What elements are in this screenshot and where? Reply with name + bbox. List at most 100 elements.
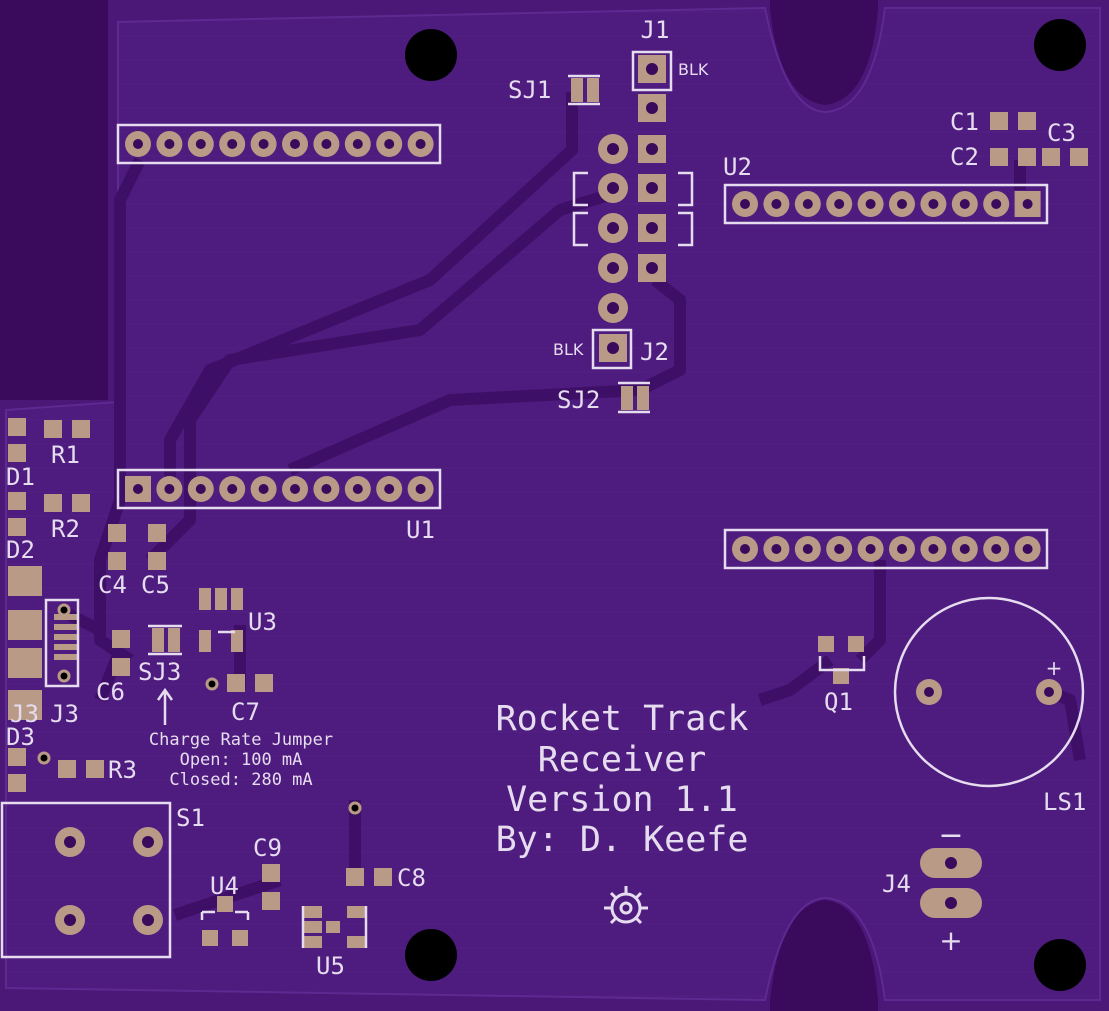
j3-tab-pad (8, 566, 42, 596)
j3-pin-pad (54, 614, 78, 620)
j3-tab-pad (8, 610, 42, 640)
refdes-u5: U5 (316, 952, 345, 980)
u-strip-top-left-drill (258, 139, 269, 149)
j2-drill (607, 222, 619, 234)
u-strip-top-left-drill (384, 139, 395, 149)
j4-plus-label: + (939, 924, 962, 957)
refdes-j3: J3 (10, 700, 39, 728)
u3-pad (199, 588, 211, 610)
refdes-sj1: SJ1 (508, 76, 551, 104)
u2-strip-drill (740, 199, 750, 209)
refdes-sj3: SJ3 (138, 658, 181, 686)
pin-labels: BLK BLK − + + (553, 60, 1062, 957)
c2-pad (1018, 148, 1036, 166)
sj2-pad (621, 386, 633, 410)
refdes-c1: C1 (950, 108, 979, 136)
r3-pad (58, 760, 76, 778)
u-strip-top-left-drill (352, 139, 363, 149)
refdes-u2: U2 (723, 153, 752, 181)
refdes-c4: C4 (98, 571, 127, 599)
d3-pad (8, 748, 26, 766)
u1-strip-drill (290, 484, 300, 494)
title-block: Rocket Track Receiver Version 1.1 By: D.… (496, 699, 749, 860)
title-line-1: Rocket Track (496, 699, 749, 739)
mounting-holes (405, 19, 1086, 991)
u2-strip-drill (865, 199, 876, 209)
u5-pad (326, 921, 340, 933)
r1-pad (72, 420, 90, 438)
u2-strip-drill (1022, 199, 1033, 209)
u1-strip-drill (321, 484, 332, 494)
u1-strip-drill (258, 484, 269, 494)
r3-pad (86, 760, 104, 778)
c4-pad (108, 524, 126, 542)
refdes-sj2: SJ2 (557, 386, 600, 414)
j3-tab-pad (8, 690, 42, 720)
smd-pads (8, 78, 1088, 948)
c5-pad (148, 524, 166, 542)
u2-strip-drill (928, 199, 939, 209)
open-hardware-logo-icon (604, 886, 648, 925)
reference-designators: J1 J2 J3 J3 J4 SJ1 SJ2 SJ3 U1 U2 U3 U4 U… (6, 16, 1086, 980)
c8-pad (346, 868, 364, 886)
u4-pad (232, 930, 248, 946)
refdes-r3: R3 (108, 756, 137, 784)
refdes-r2: R2 (51, 515, 80, 543)
sj1-pad (571, 78, 583, 102)
j2-drill (607, 182, 619, 194)
title-line-2: Receiver (538, 740, 707, 780)
u2-strip-drill (771, 199, 782, 209)
refdes-ls1: LS1 (1043, 788, 1086, 816)
c7-pad (227, 674, 245, 692)
u2-strip-drill (897, 199, 907, 209)
s1-switch-pads (55, 827, 163, 935)
ls1-buzzer-pads (916, 679, 1062, 705)
u2-strip-drill (959, 199, 970, 209)
u5-pad (347, 936, 365, 948)
c4-pad (108, 552, 126, 570)
j4-connector (920, 848, 982, 918)
q1-pad (848, 636, 864, 652)
u1-strip-drill (195, 484, 206, 494)
u-strip-bottom-right-drill (991, 544, 1002, 554)
c2-pad (990, 148, 1008, 166)
u-strip-top-left-drill (195, 139, 206, 149)
refdes-r1: R1 (51, 441, 80, 469)
undefined-drill (646, 143, 658, 155)
d1-pad (8, 418, 26, 436)
u3-pad (215, 588, 227, 610)
jumper-note: Charge Rate Jumper Open: 100 mA Closed: … (149, 730, 333, 790)
copper-hatch (6, 8, 1100, 1000)
d2-pad (8, 518, 26, 536)
refdes-j1: J1 (641, 16, 670, 44)
r2-pad (44, 494, 62, 512)
j2-drill (607, 143, 619, 155)
refdes-s1: S1 (176, 804, 205, 832)
c8-pad (374, 868, 392, 886)
refdes-c6: C6 (96, 678, 125, 706)
d3-pad (8, 774, 26, 792)
refdes-d1: D1 (6, 463, 35, 491)
refdes-q1: Q1 (824, 688, 853, 716)
u3-pad (199, 630, 211, 652)
refdes-u1: U1 (406, 516, 435, 544)
title-line-4: By: D. Keefe (496, 820, 749, 860)
d1-pad (8, 444, 26, 462)
u-strip-bottom-right-drill (865, 544, 876, 554)
refdes-u3: U3 (248, 608, 277, 636)
u-strip-top-left-drill (227, 139, 238, 149)
u5-pad (304, 936, 322, 948)
u5-pad (304, 921, 322, 933)
u-strip-bottom-right-drill (928, 544, 939, 554)
vias (37, 603, 362, 815)
refdes-j4: J4 (882, 870, 911, 898)
u5-pad (347, 906, 365, 918)
u2-strip-drill (991, 199, 1002, 209)
j1-blk-label: BLK (678, 60, 709, 79)
j2-drill (607, 302, 619, 314)
u-strip-bottom-right-drill (1022, 544, 1033, 554)
j2-blk-label: BLK (553, 340, 584, 359)
c3-pad (1070, 148, 1088, 166)
refdes-j2: J2 (640, 338, 669, 366)
